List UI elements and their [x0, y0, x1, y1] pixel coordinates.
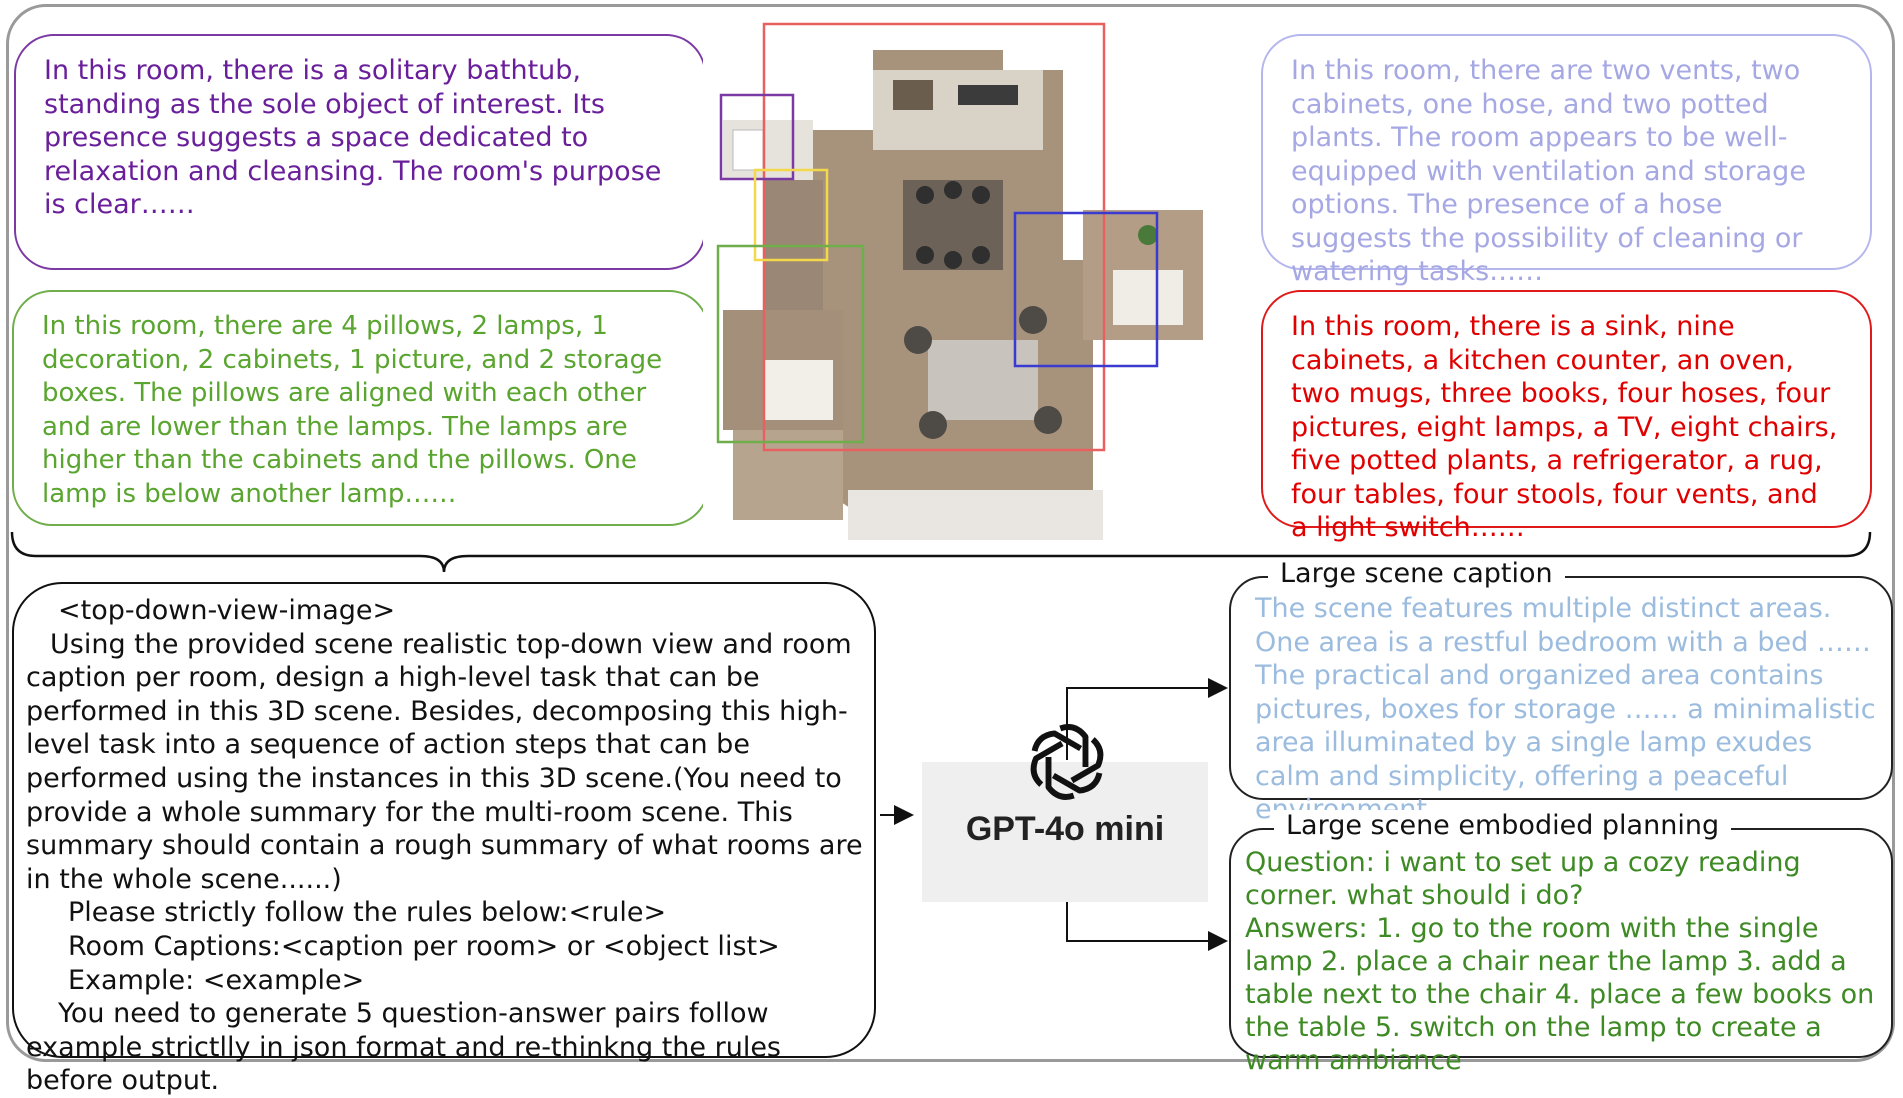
- bathroom-bbox: [719, 93, 795, 181]
- bathroom-caption-box: In this room, there is a solitary bathtu…: [14, 34, 706, 270]
- bedroom-caption-box: In this room, there are 4 pillows, 2 lam…: [12, 290, 709, 526]
- model-name: GPT-4o mini: [965, 810, 1165, 848]
- top-down-floorplan-image: [703, 10, 1256, 550]
- planning-box: Question: i want to set up a cozy readin…: [1229, 828, 1893, 1076]
- prompt-box: <top-down-view-image> Using the provided…: [12, 582, 876, 1096]
- bedroom-caption-text: In this room, there are 4 pillows, 2 lam…: [42, 311, 663, 509]
- prompt-room-captions: Room Captions:<caption per room> or <obj…: [68, 930, 780, 962]
- planning-answers: Answers: 1. go to the room with the sing…: [1245, 913, 1875, 1076]
- scene-caption-text: The scene features multiple distinct are…: [1255, 593, 1876, 825]
- prompt-image-tag: <top-down-view-image>: [58, 595, 396, 626]
- scene-caption-title: Large scene caption: [1268, 558, 1565, 589]
- scene-caption-box: The scene features multiple distinct are…: [1229, 576, 1893, 825]
- prompt-instructions: Using the provided scene realistic top-d…: [26, 628, 863, 895]
- planning-title: Large scene embodied planning: [1274, 810, 1732, 841]
- second-bedroom-bbox: [1013, 211, 1159, 368]
- openai-logo-icon: [1030, 724, 1104, 800]
- kitchen-caption-text: In this room, there is a sink, nine cabi…: [1291, 311, 1838, 543]
- whole-scene-bbox: [762, 22, 1106, 452]
- hallway-bbox: [753, 168, 829, 262]
- kitchen-caption-box: In this room, there is a sink, nine cabi…: [1261, 290, 1872, 543]
- utility-room-caption-text: In this room, there are two vents, two c…: [1291, 55, 1806, 287]
- utility-room-caption-box: In this room, there are two vents, two c…: [1261, 34, 1872, 287]
- prompt-example: Example: <example>: [68, 964, 365, 996]
- planning-question: Question: i want to set up a cozy readin…: [1245, 847, 1801, 911]
- bathroom-caption-text: In this room, there is a solitary bathtu…: [44, 55, 662, 220]
- prompt-rule: Please strictly follow the rules below:<…: [68, 897, 667, 929]
- bedroom-bbox: [716, 244, 865, 444]
- outer-frame: [6, 4, 1895, 1062]
- prompt-output-instruction: You need to generate 5 question-answer p…: [26, 998, 781, 1097]
